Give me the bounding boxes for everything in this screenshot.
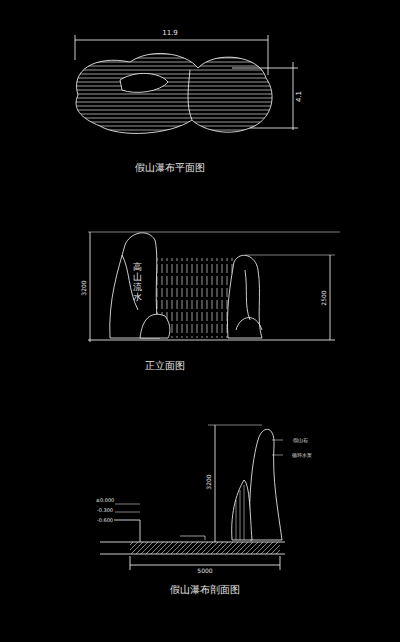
plan-pond [76, 53, 272, 133]
dimension: 11.9 [161, 30, 179, 37]
rock-inscription: 高山流水 [132, 263, 143, 303]
dimension: 3200 [206, 473, 212, 490]
view-caption: 假山瀑布平面图 [134, 163, 206, 173]
right-rock [227, 255, 262, 338]
elevation-mark: -0.300 [96, 508, 114, 513]
annotation: 循环水泵 [291, 453, 313, 458]
section-rock [249, 429, 282, 540]
view-caption: 假山瀑布剖面图 [169, 585, 241, 595]
elevation-mark: ±0.000 [95, 498, 116, 503]
dimension: 3200 [81, 279, 87, 296]
annotation: 假山石 [292, 438, 309, 443]
dimension: 2500 [321, 289, 327, 306]
dimension: 4.1 [296, 89, 303, 102]
dimension: 5000 [196, 568, 213, 574]
elevation-mark: -0.600 [96, 518, 114, 523]
view-caption: 正立面图 [144, 361, 186, 371]
